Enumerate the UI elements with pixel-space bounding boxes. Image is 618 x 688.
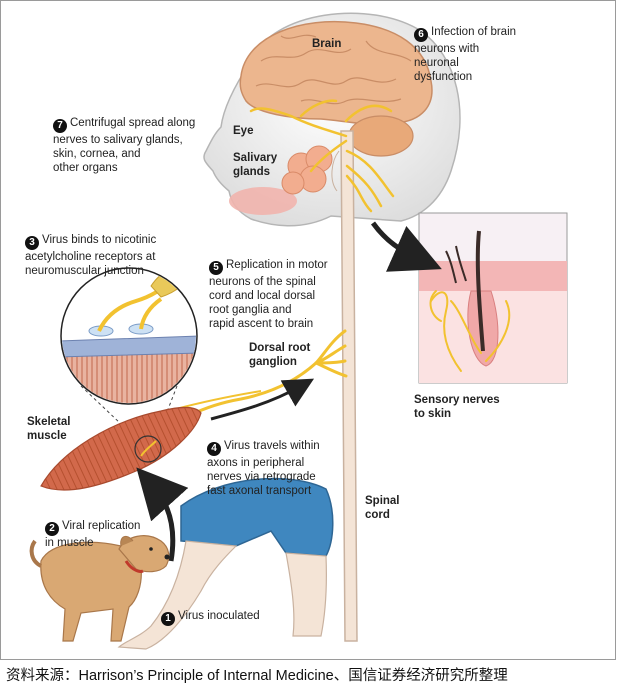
spinal-cord	[340, 130, 358, 642]
step-2-text: Viral replication in muscle	[45, 520, 141, 549]
step-3-text: Virus binds to nicotinic acetylcholine r…	[25, 234, 157, 277]
label-dorsal-root-ganglion: Dorsal root ganglion	[249, 342, 311, 368]
step-7-text: Centrifugal spread along nerves to saliv…	[53, 117, 196, 174]
brain-folds	[255, 34, 412, 105]
arrow-to-skin	[370, 221, 442, 272]
step-6-badge: 6	[414, 28, 428, 42]
step-4-text: Virus travels within axons in peripheral…	[207, 440, 320, 497]
salivary-gland	[281, 145, 333, 195]
step-3-badge: 3	[25, 236, 39, 250]
head-nerves	[249, 99, 395, 213]
dorsal-root-ganglion	[314, 329, 348, 378]
label-sensory-nerves: Sensory nerves to skin	[414, 394, 500, 420]
label-spinal-cord: Spinal cord	[365, 495, 400, 521]
neuromuscular-junction-inset	[60, 267, 198, 405]
dog	[29, 535, 170, 642]
brain-shape	[239, 20, 433, 126]
junction-highlight	[134, 435, 162, 463]
step-5-text: Replication in motor neurons of the spin…	[209, 259, 328, 330]
step-4-badge: 4	[207, 442, 221, 456]
label-salivary-glands: Salivary glands	[233, 152, 278, 178]
label-eye: Eye	[233, 125, 254, 137]
figure-frame: Brain Eye Salivary glands Dorsal root ga…	[0, 0, 616, 660]
step-1-badge: 1	[161, 612, 175, 626]
step-5-badge: 5	[209, 261, 223, 275]
mouth-region	[229, 187, 297, 215]
arrow-to-ganglion	[210, 378, 315, 421]
step-6-text: Infection of brain neurons with neuronal…	[414, 26, 517, 83]
skeletal-muscle	[40, 406, 202, 491]
arrow-to-muscle	[136, 467, 189, 562]
step-2-badge: 2	[45, 522, 59, 536]
label-brain: Brain	[312, 38, 342, 50]
rabies-pathogenesis-illustration	[29, 12, 568, 650]
step-7-badge: 7	[53, 119, 67, 133]
step-1-text: Virus inoculated	[178, 610, 260, 622]
label-skeletal-muscle: Skeletal muscle	[27, 416, 71, 442]
leg-right	[285, 552, 327, 637]
cerebellum	[348, 115, 414, 157]
leg-left	[117, 540, 238, 650]
skin-inset	[418, 212, 568, 384]
source-caption: 资料来源：Harrison’s Principle of Internal Me…	[6, 668, 508, 684]
